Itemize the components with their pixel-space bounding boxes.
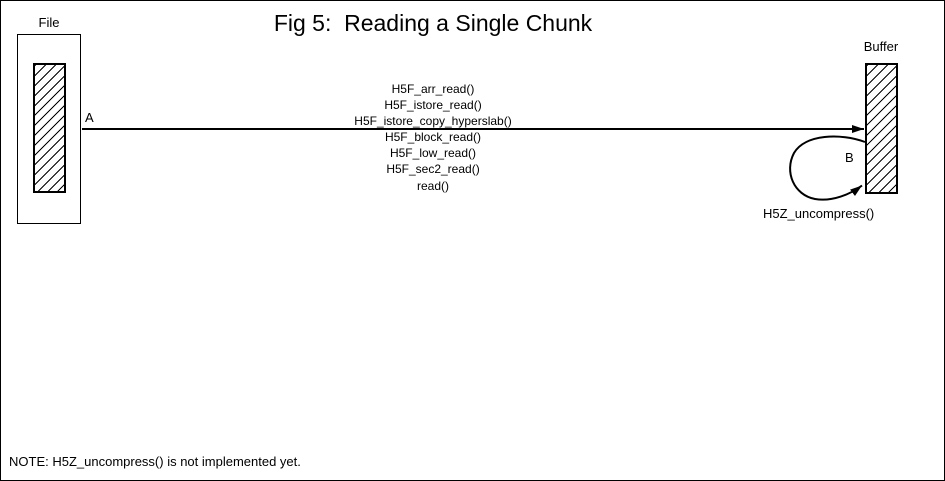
uncompress-function-label: H5Z_uncompress() [763, 206, 875, 221]
file-label: File [38, 15, 60, 30]
buffer-label: Buffer [863, 39, 899, 54]
buffer-hatched-rect [865, 63, 898, 194]
function-name: H5F_arr_read() [391, 82, 475, 96]
function-name: H5F_low_read() [389, 146, 477, 161]
function-name: H5F_sec2_read() [386, 162, 480, 177]
arrow-a-label: A [85, 110, 94, 125]
function-name: read() [416, 178, 449, 193]
function-call-stack: H5F_arr_read() H5F_istore_read() H5F_ist… [233, 81, 633, 194]
figure-title: Fig 5: Reading a Single Chunk [273, 10, 593, 36]
function-name: H5F_istore_read() [384, 98, 482, 113]
footnote: NOTE: H5Z_uncompress() is not implemente… [9, 454, 301, 469]
arrow-b-label: B [845, 150, 854, 165]
arrow-b-loop [789, 135, 866, 201]
function-name: H5F_istore_copy_hyperslab() [354, 114, 512, 129]
file-chunk-hatched-rect [33, 63, 66, 193]
function-name: H5F_block_read() [384, 130, 482, 145]
